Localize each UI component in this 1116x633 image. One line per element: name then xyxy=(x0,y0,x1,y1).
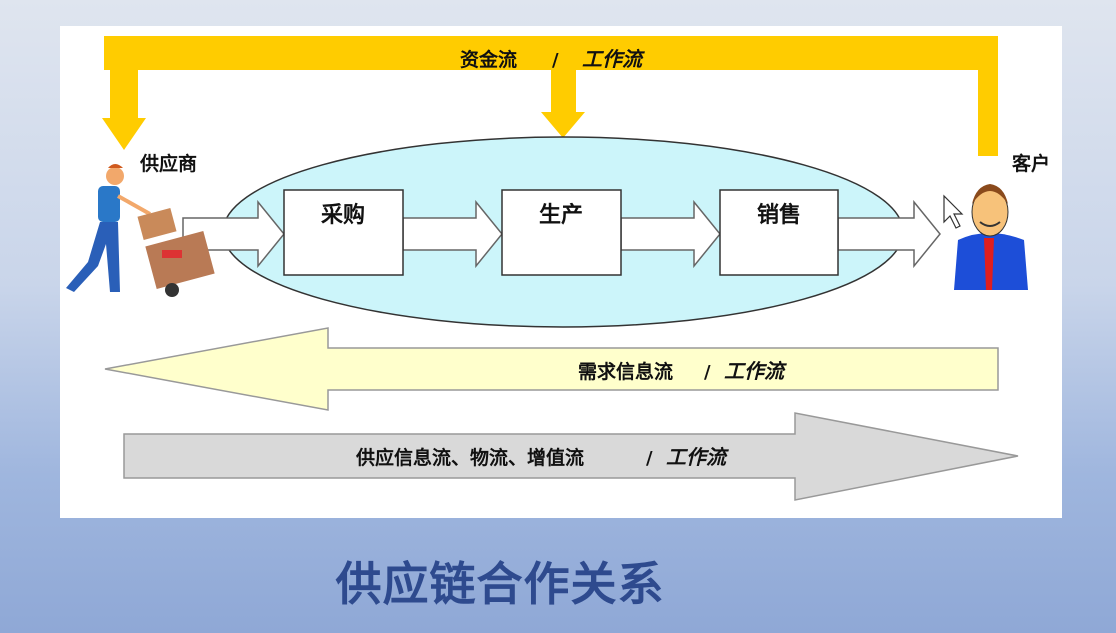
cursor-icon xyxy=(943,194,964,229)
customer-figure xyxy=(943,184,1028,290)
stage-purchase: 采购 xyxy=(283,189,404,276)
svg-text:采购: 采购 xyxy=(321,202,365,228)
svg-text:销售: 销售 xyxy=(757,202,801,228)
money-flow-label: 资金流 xyxy=(460,48,517,71)
demand-flow-label: 需求信息流 xyxy=(578,360,673,383)
arrow-purchase-to-production xyxy=(402,199,503,269)
customer-label: 客户 xyxy=(1012,152,1050,175)
demand-flow-arrow xyxy=(104,327,999,411)
supplier-figure xyxy=(66,164,215,297)
demand-flow-workflow-label: 工作流 xyxy=(724,359,787,383)
stage-production: 生产 xyxy=(501,189,622,276)
supply-flow-arrow xyxy=(123,412,1019,501)
supply-flow-label: 供应信息流、物流、增值流 xyxy=(355,446,584,469)
money-flow-workflow-label: 工作流 xyxy=(582,47,645,71)
supply-flow-workflow-label: 工作流 xyxy=(666,445,729,469)
stage-sales: 销售 xyxy=(719,189,839,276)
supply-flow-separator: / xyxy=(646,448,653,469)
supplier-label: 供应商 xyxy=(139,152,197,175)
money-flow-separator: / xyxy=(552,50,559,71)
demand-flow-separator: / xyxy=(704,362,711,383)
process-arrows xyxy=(182,199,941,269)
slide-title: 供应链合作关系 xyxy=(335,557,665,611)
arrow-production-to-sales xyxy=(620,199,721,269)
money-flow-bracket xyxy=(102,36,998,156)
svg-text:生产: 生产 xyxy=(539,203,583,228)
arrow-sales-to-customer xyxy=(837,199,941,269)
